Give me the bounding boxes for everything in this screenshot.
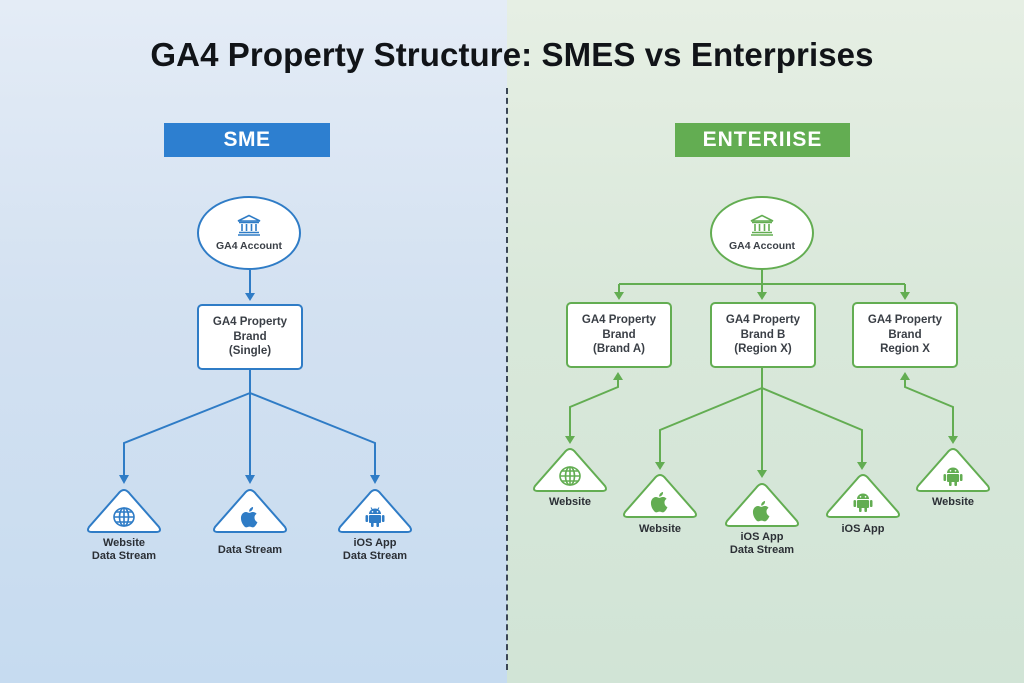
globe-icon bbox=[113, 507, 135, 527]
enterprise-stream-website-2-label: Website bbox=[590, 523, 730, 536]
sme-property-to-android bbox=[249, 392, 376, 480]
stream-label-line: Website bbox=[932, 496, 974, 508]
enterprise-stream-ios-data[interactable] bbox=[723, 481, 801, 529]
property-line: Brand bbox=[602, 328, 636, 341]
enterprise-stream-ios-app-label: iOS App bbox=[793, 523, 933, 536]
property-line: GA4 Property bbox=[212, 316, 288, 329]
property-line: GA4 Property bbox=[581, 314, 657, 327]
enterprise-stream-website-2[interactable] bbox=[621, 472, 699, 520]
sme-connectors bbox=[119, 270, 380, 484]
bank-icon bbox=[237, 214, 261, 236]
android-icon bbox=[853, 493, 873, 512]
enterprise-stream-website-3[interactable] bbox=[914, 446, 992, 494]
sme-stream-apple-label: Data Stream bbox=[180, 544, 320, 557]
property-line: Region X bbox=[880, 343, 930, 356]
stream-label-line: Website bbox=[549, 496, 591, 508]
enterprise-property-brand-a[interactable]: GA4 Property Brand (Brand A) bbox=[566, 302, 672, 368]
sme-ga4-property-node[interactable]: GA4 Property Brand (Single) bbox=[197, 304, 303, 370]
android-icon bbox=[365, 507, 385, 527]
sme-stream-website-label: Website Data Stream bbox=[54, 537, 194, 562]
property-line: Brand bbox=[888, 328, 922, 341]
property-line: GA4 Property bbox=[867, 314, 943, 327]
stream-label-line: iOS App bbox=[740, 531, 784, 543]
enterprise-property-brand-b[interactable]: GA4 Property Brand B (Region X) bbox=[710, 302, 816, 368]
stream-label-line: Data Stream bbox=[342, 549, 408, 562]
panel-divider bbox=[506, 88, 508, 670]
bank-icon bbox=[750, 214, 774, 236]
sme-section-badge: SME bbox=[164, 123, 330, 157]
enterprise-stream-website-1[interactable] bbox=[531, 446, 609, 494]
sme-stream-android-label: iOS App Data Stream bbox=[305, 537, 445, 562]
apple-icon bbox=[650, 492, 668, 513]
sme-property-to-website bbox=[123, 370, 251, 480]
sme-account-label: GA4 Account bbox=[215, 240, 283, 252]
enterprise-connectors bbox=[565, 270, 958, 478]
enterprise-stream-ios-app[interactable] bbox=[824, 472, 902, 520]
stream-label-line: Data Stream bbox=[729, 543, 795, 556]
enterprise-stream-ios-data-label: iOS App Data Stream bbox=[692, 531, 832, 556]
enterprise-account-label: GA4 Account bbox=[728, 240, 796, 252]
ent-website-to-region-x bbox=[904, 375, 954, 440]
property-line: GA4 Property bbox=[725, 314, 801, 327]
stream-label-line: iOS App bbox=[353, 537, 397, 549]
sme-stream-website[interactable] bbox=[85, 487, 163, 535]
property-line: Brand B bbox=[740, 328, 786, 341]
enterprise-ga4-account-node[interactable]: GA4 Account bbox=[710, 196, 814, 270]
enterprise-property-region-x[interactable]: GA4 Property Brand Region X bbox=[852, 302, 958, 368]
property-line: (Region X) bbox=[734, 343, 792, 356]
enterprise-stream-website-1-label: Website bbox=[500, 496, 640, 509]
apple-icon bbox=[240, 507, 258, 528]
apple-icon bbox=[752, 501, 770, 522]
stream-label-line: Website bbox=[103, 537, 145, 549]
stream-label-line: iOS App bbox=[841, 523, 885, 535]
enterprise-section-badge: ENTERIISE bbox=[675, 123, 850, 157]
ent-website-to-brand-a bbox=[569, 375, 619, 440]
sme-ga4-account-node[interactable]: GA4 Account bbox=[197, 196, 301, 270]
page-title: GA4 Property Structure: SMES vs Enterpri… bbox=[150, 36, 874, 73]
android-icon bbox=[943, 467, 963, 486]
sme-stream-android[interactable] bbox=[336, 487, 414, 535]
globe-icon bbox=[559, 466, 581, 486]
stream-label-line: Website bbox=[639, 523, 681, 535]
sme-stream-apple[interactable] bbox=[211, 487, 289, 535]
stream-label-line: Data Stream bbox=[217, 544, 283, 556]
property-line: (Brand A) bbox=[593, 343, 645, 356]
enterprise-stream-website-3-label: Website bbox=[883, 496, 1023, 509]
stream-label-line: Data Stream bbox=[91, 549, 157, 562]
property-line: Brand bbox=[233, 330, 267, 343]
property-line: (Single) bbox=[228, 345, 272, 358]
